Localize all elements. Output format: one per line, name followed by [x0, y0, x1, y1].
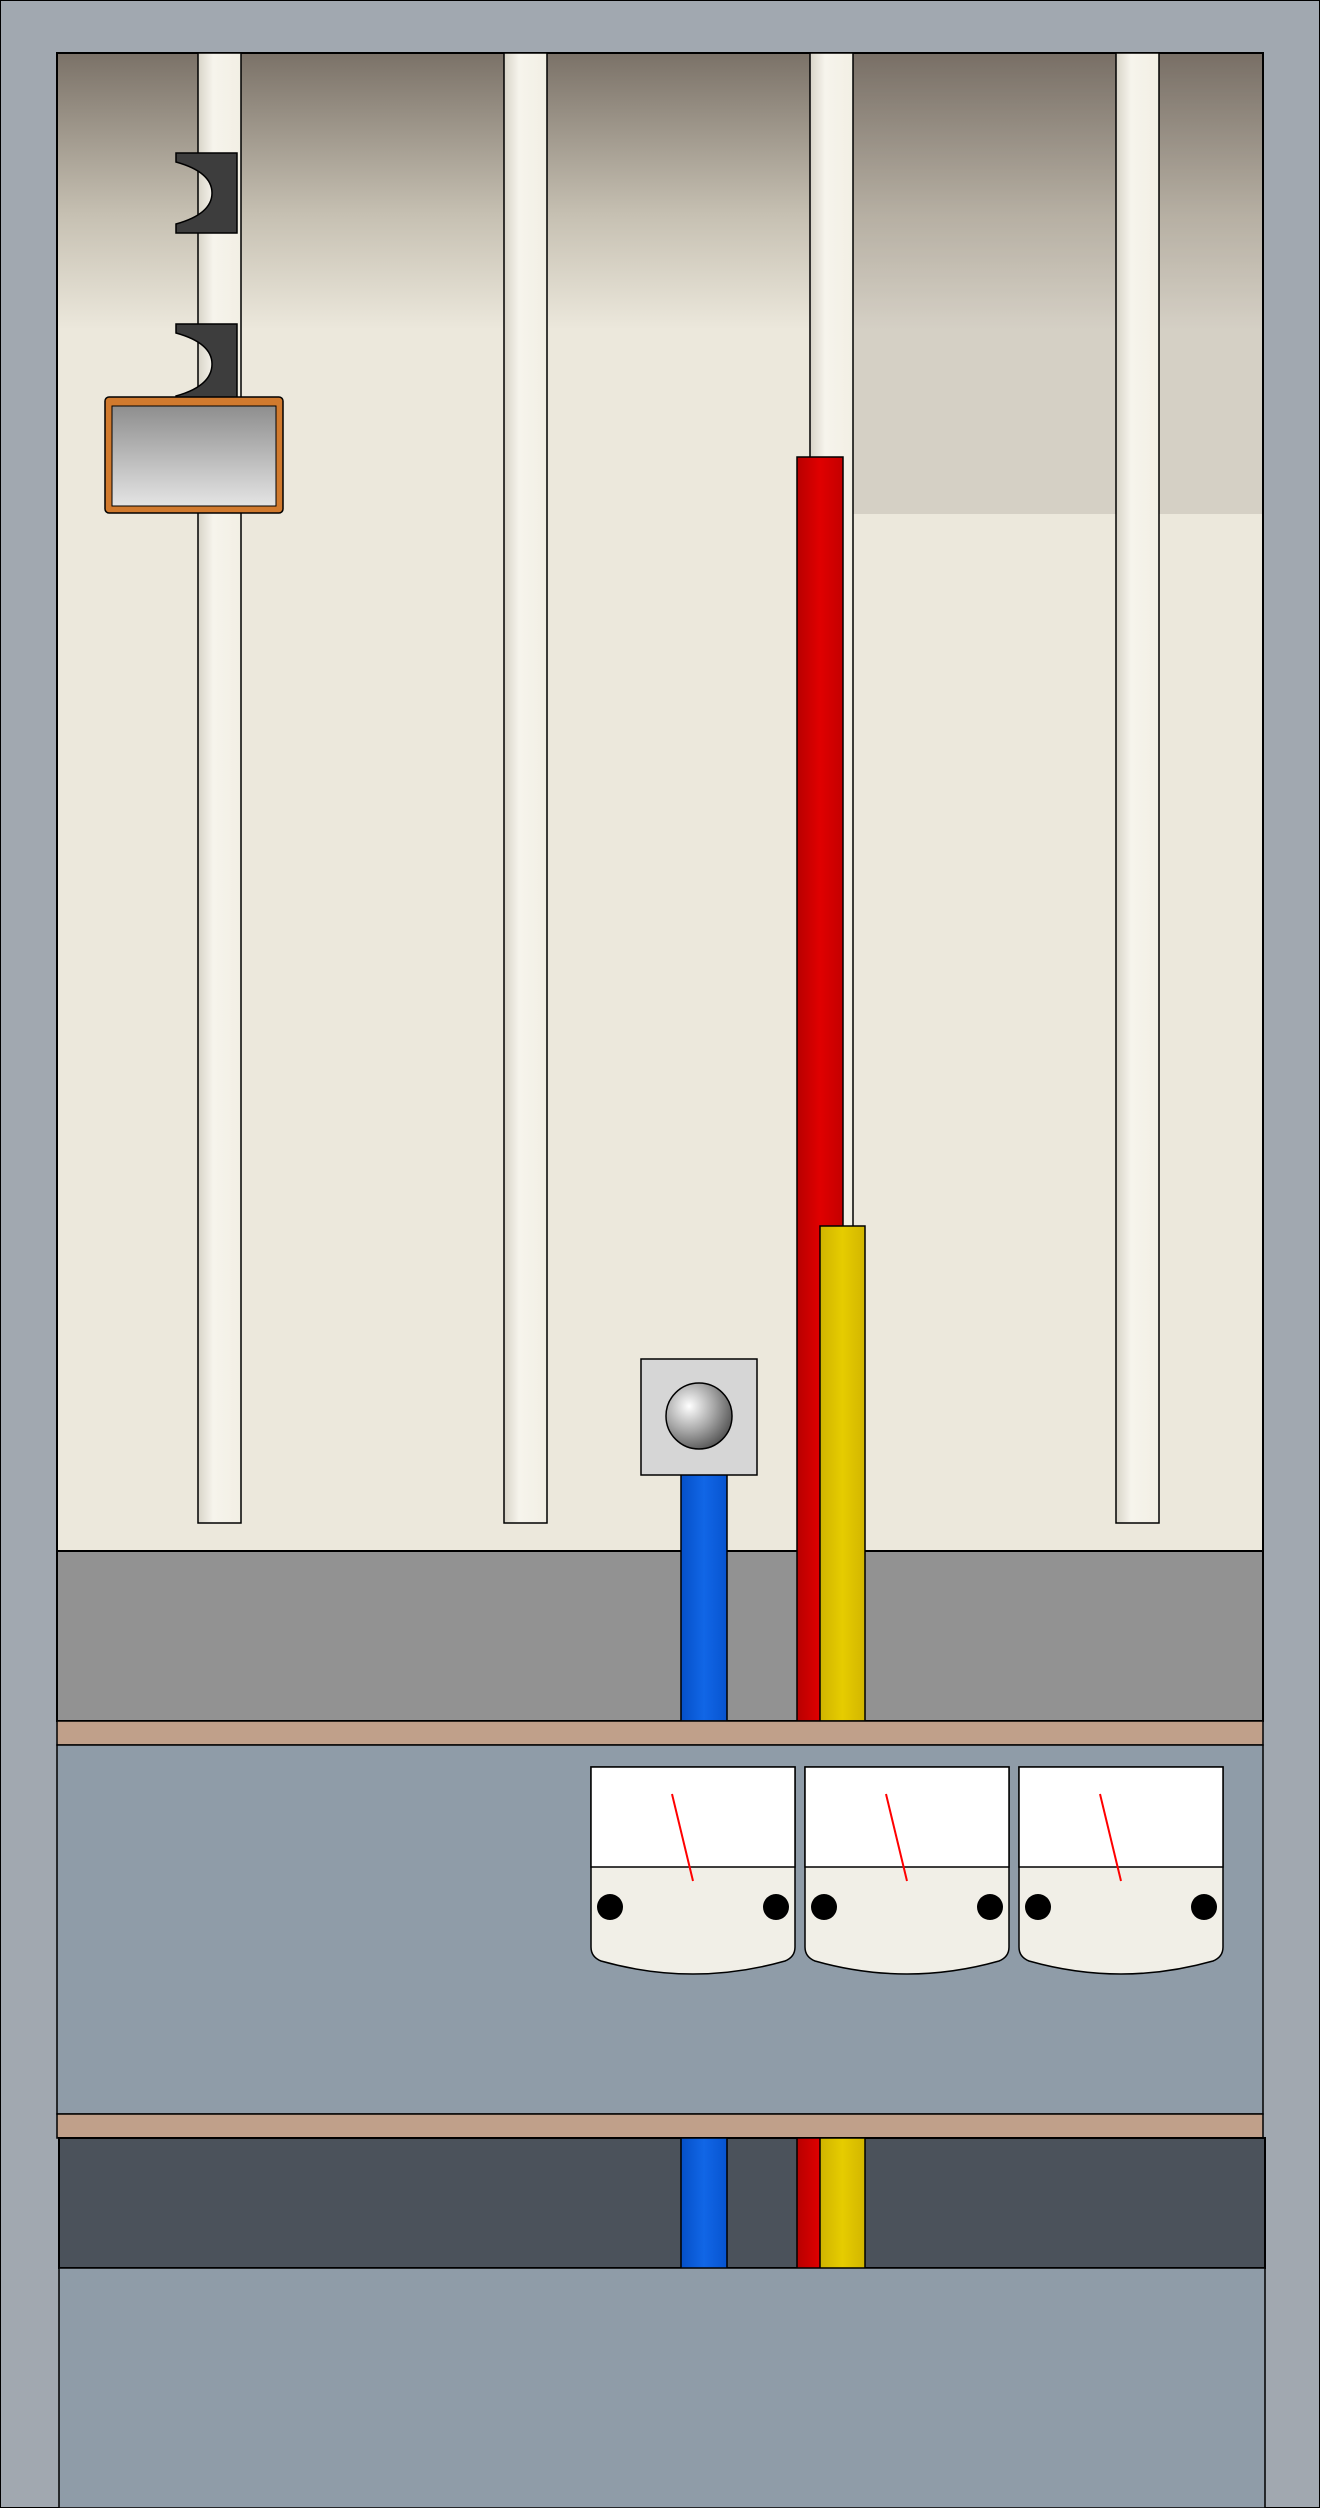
meters — [590, 1766, 1224, 1975]
din-rail — [197, 52, 242, 1524]
connector-box-body — [640, 1358, 758, 1476]
wires-upper — [680, 456, 866, 1722]
terminal-screw-icon — [1191, 1894, 1217, 1920]
meter-needle — [1099, 1793, 1122, 1882]
terminal-screw-icon — [977, 1894, 1003, 1920]
label-holder-plate — [111, 405, 277, 507]
cable-clip — [175, 152, 238, 234]
meter-needle — [671, 1793, 694, 1882]
copper-strip — [56, 1720, 1264, 1746]
meter-needle — [885, 1793, 908, 1882]
lower-panel — [58, 2267, 1266, 2509]
terminal-screw-icon — [597, 1894, 623, 1920]
blue-wire — [680, 2137, 728, 2273]
copper-strip — [56, 2113, 1264, 2139]
cable-duct — [58, 2137, 1266, 2269]
terminal-screw-icon — [811, 1894, 837, 1920]
yellow-wire — [819, 2137, 866, 2273]
label-holder — [104, 396, 284, 514]
cable-clip — [175, 323, 238, 406]
wires-lower — [680, 2137, 866, 2273]
meter-face — [590, 1766, 796, 1868]
din-rail — [1115, 52, 1160, 1524]
din-rails — [197, 52, 1160, 1524]
knob-icon — [665, 1382, 733, 1450]
meter-face — [1018, 1766, 1224, 1868]
mounting-strip — [56, 1550, 1264, 1722]
meter-face — [804, 1766, 1010, 1868]
connector-box — [640, 1358, 758, 1476]
yellow-wire — [819, 1225, 866, 1722]
din-rail — [503, 52, 548, 1524]
terminal-screw-icon — [1025, 1894, 1051, 1920]
back-wall-shadow-right — [850, 54, 1262, 514]
cable-clips — [175, 152, 238, 406]
blue-wire — [680, 1471, 728, 1722]
terminal-screw-icon — [763, 1894, 789, 1920]
